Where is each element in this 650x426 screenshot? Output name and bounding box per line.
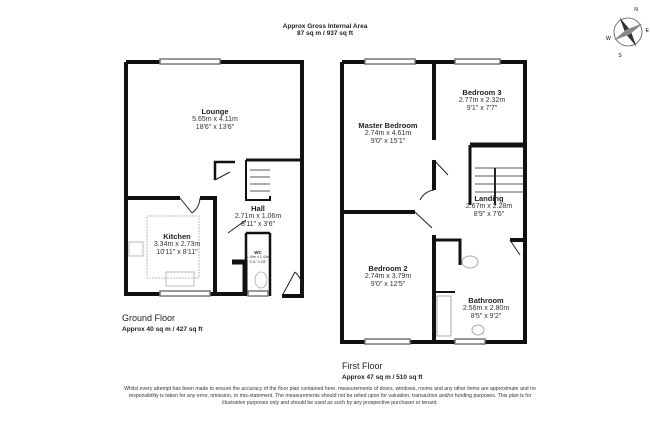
compass-s: S: [618, 53, 622, 59]
room-metric: 1.19m x 1.43m: [246, 255, 270, 260]
first-floor-stairs: [475, 167, 525, 205]
room-imperial: 9'1" x 7'7": [466, 105, 498, 113]
room-imperial: 8'5" x 9'2": [470, 313, 502, 321]
room-kitchen: Kitchen 3.34m x 2.73m 10'11" x 8'11": [154, 232, 200, 258]
room-lounge: Lounge 5.65m x 4.11m 18'6" x 13'6": [192, 107, 238, 133]
room-imperial: 8'11" x 3'6": [241, 221, 275, 229]
compass-w: W: [606, 36, 611, 42]
toilet-icon: [254, 271, 268, 289]
door-swings: [179, 171, 304, 297]
room-name: Master Bedroom: [358, 121, 418, 130]
room-metric: 3.34m x 2.73m: [153, 241, 201, 248]
room-hall: Hall 2.71m x 1.06m 8'11" x 3'6": [235, 204, 281, 230]
ground-floor-windows: [159, 58, 269, 297]
room-bedroom-2: Bedroom 2 2.74m x 3.79m 9'0" x 12'5": [365, 264, 411, 290]
room-master-bedroom: Master Bedroom 2.74m x 4.61m 9'0" x 15'1…: [358, 121, 417, 147]
room-name: Hall: [251, 204, 265, 213]
first-floor-doors: [414, 159, 521, 337]
compass-icon: [613, 17, 643, 47]
room-name: Bedroom 2: [368, 264, 408, 273]
room-name: Lounge: [201, 107, 229, 116]
basin-icon: [471, 324, 485, 336]
disclaimer: Whilst every attempt has been made to en…: [124, 386, 536, 406]
ground-floor-stairs: [250, 169, 270, 192]
room-metric: 2.71m x 1.06m: [234, 213, 282, 220]
first-floor-windows: [364, 58, 501, 345]
room-name: Bathroom: [468, 296, 504, 305]
header-area: 87 sq m / 937 sq ft: [297, 30, 353, 38]
room-imperial: 9'0" x 15'1": [370, 138, 406, 146]
room-imperial: 8'9" x 7'6": [473, 211, 505, 219]
first-floor-label: First Floor: [342, 361, 383, 371]
first-floor-area: Approx 47 sq m / 510 sq ft: [342, 374, 423, 381]
header-title: Approx Gross Internal Area: [282, 23, 368, 30]
room-metric: 2.77m x 2.32m: [458, 97, 506, 104]
room-imperial: 3'11" x 4'8": [249, 259, 267, 264]
compass-n: N: [634, 7, 638, 13]
compass-e: E: [646, 28, 650, 34]
room-imperial: 9'0" x 12'5": [370, 281, 406, 289]
room-imperial: 10'11" x 8'11": [156, 249, 198, 257]
room-metric: 5.65m x 4.11m: [192, 116, 238, 123]
room-name: Landing: [474, 194, 504, 203]
ground-floor-walls: [124, 60, 304, 298]
room-bedroom-3: Bedroom 3 2.77m x 2.32m 9'1" x 7'7": [459, 88, 505, 114]
ground-floor-area: Approx 40 sq m / 427 sq ft: [122, 326, 203, 333]
room-metric: 2.56m x 2.80m: [462, 305, 510, 312]
room-metric: 2.67m x 2.28m: [465, 203, 513, 210]
room-imperial: 18'6" x 13'6": [195, 124, 235, 132]
room-name: Bedroom 3: [462, 88, 502, 97]
room-name: WC: [254, 250, 262, 255]
bath-icon: [436, 295, 452, 337]
room-name: Kitchen: [163, 232, 191, 241]
toilet-icon: [461, 255, 479, 269]
room-bathroom: Bathroom 2.56m x 2.80m 8'5" x 9'2": [463, 296, 509, 322]
header: Approx Gross Internal Area 87 sq m / 937…: [0, 23, 650, 38]
kitchen-fixtures: [128, 215, 268, 289]
room-wc: WC 1.19m x 1.43m 3'11" x 4'8": [246, 250, 269, 264]
room-metric: 2.74m x 4.61m: [364, 130, 412, 137]
room-landing: Landing 2.67m x 2.28m 8'9" x 7'6": [466, 194, 512, 220]
ground-floor-label: Ground Floor: [122, 313, 176, 323]
room-metric: 2.74m x 3.79m: [364, 273, 412, 280]
